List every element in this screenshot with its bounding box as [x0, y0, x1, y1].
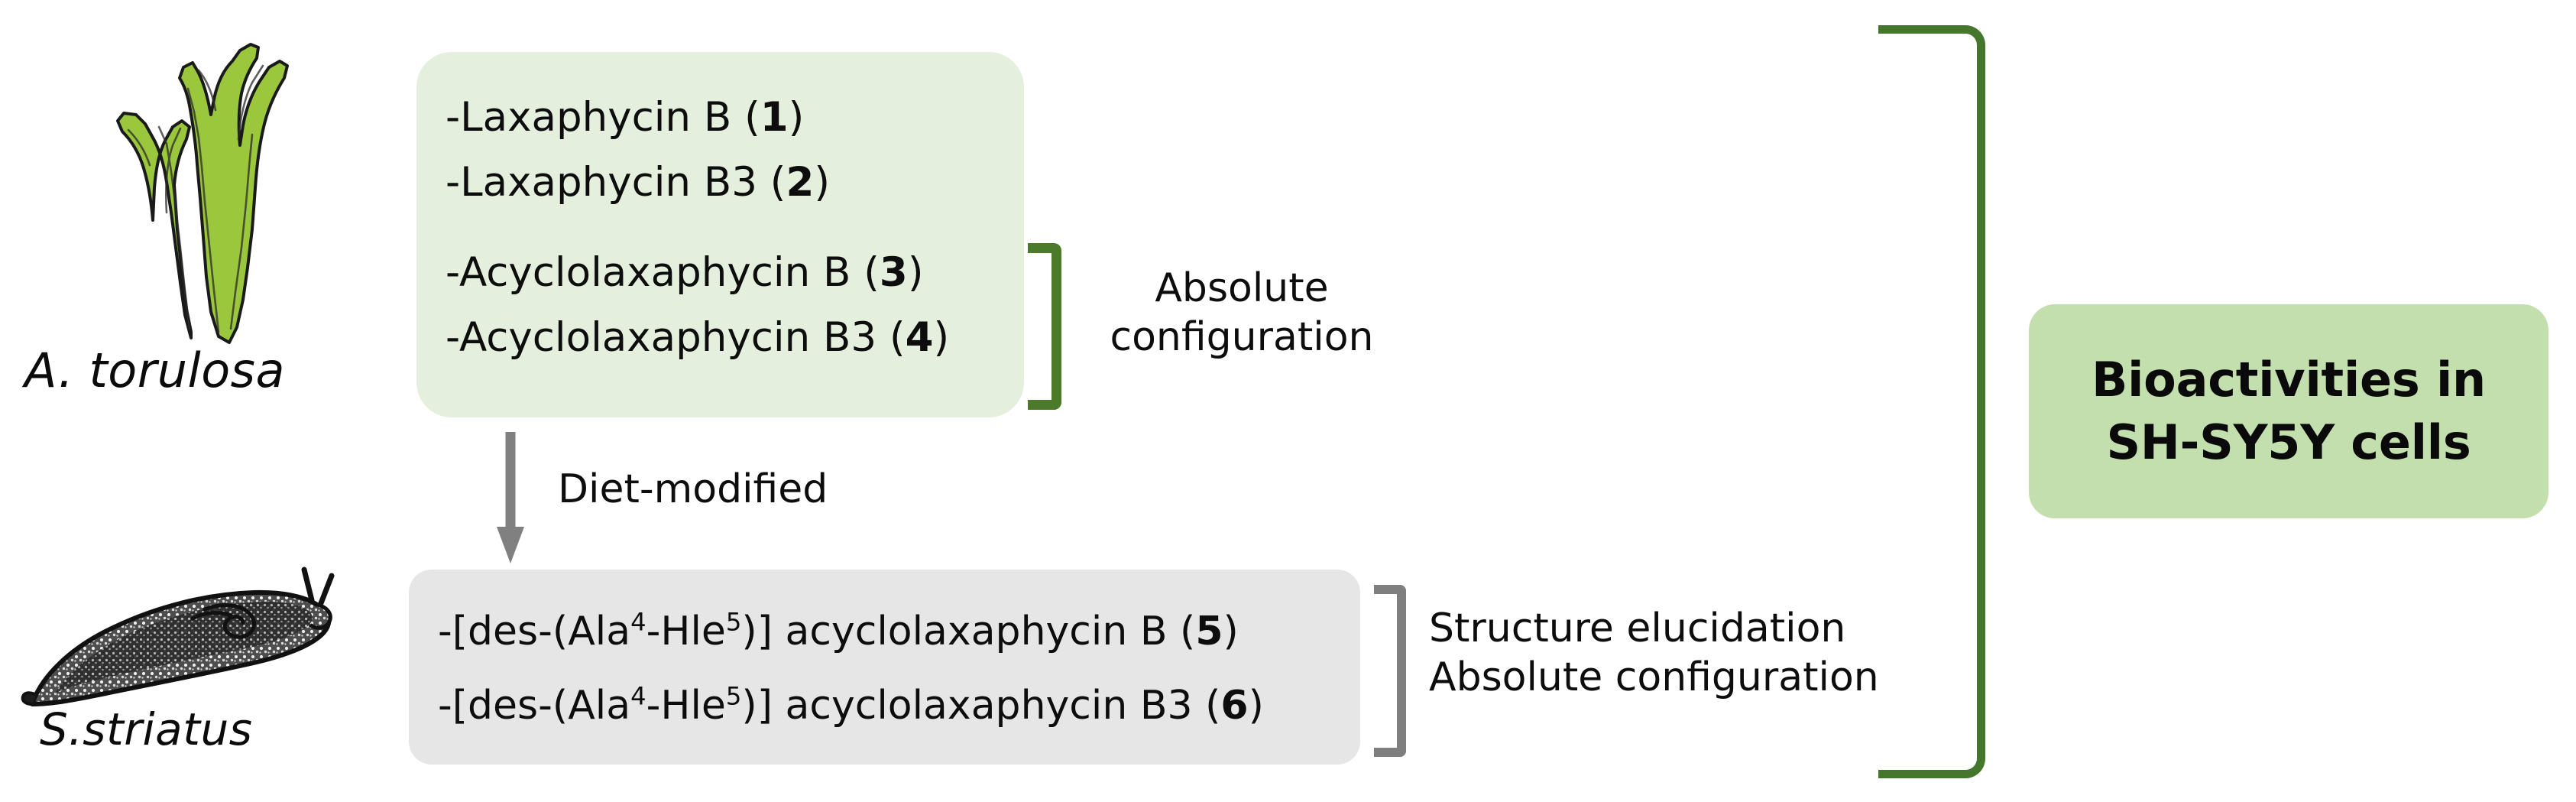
compound-line-acyclolaxaphycin-b: -Acyclolaxaphycin B (3): [446, 252, 924, 293]
compound-name: -Acyclolaxaphycin B3 (: [446, 314, 906, 361]
compound-line-acyclolaxaphycin-b3: -Acyclolaxaphycin B3 (4): [446, 317, 949, 358]
compound-number: 1: [760, 94, 789, 141]
compound-line-des-acyclolaxaphycin-b: -[des-(Ala4-Hle5)] acyclolaxaphycin B (5…: [438, 609, 1239, 654]
bioactivity-line-1: Bioactivities in: [2092, 352, 2486, 408]
residue-superscript-ala: 4: [630, 607, 646, 637]
bioactivity-text: Bioactivities in SH-SY5Y cells: [2092, 349, 2486, 474]
compound-number: 6: [1220, 683, 1249, 729]
residue-superscript-hle: 5: [725, 681, 742, 711]
compound-name: -Laxaphycin B3 (: [446, 159, 786, 206]
algae-illustration: [69, 8, 344, 352]
compound-mid: -Hle: [646, 683, 726, 729]
down-arrow-icon: [495, 432, 526, 566]
sea-slug-illustration: [15, 562, 374, 715]
compound-paren-close: ): [814, 159, 831, 206]
compound-paren-close: ): [1248, 683, 1264, 729]
compound-number: 2: [786, 159, 815, 206]
bioactivity-panel: Bioactivities in SH-SY5Y cells: [2029, 304, 2548, 518]
compound-paren-close: ): [1223, 609, 1239, 654]
compound-paren-close: ): [933, 314, 950, 361]
compound-mid: -Hle: [646, 609, 726, 654]
slug-compound-panel: [409, 570, 1360, 765]
compound-line-laxaphycin-b: -Laxaphycin B (1): [446, 97, 804, 138]
compound-name: -Acyclolaxaphycin B (: [446, 249, 880, 296]
large-green-square-bracket: [1878, 25, 1985, 778]
residue-superscript-hle: 5: [725, 607, 742, 637]
bioactivity-line-2: SH-SY5Y cells: [2106, 414, 2471, 470]
compound-line-laxaphycin-b3: -Laxaphycin B3 (2): [446, 162, 830, 203]
annotation-line-2: Absolute configuration: [1429, 654, 1879, 701]
annotation-line-1: Structure elucidation: [1429, 606, 1846, 651]
structure-elucidation-annotation: Structure elucidation Absolute configura…: [1429, 604, 1879, 703]
compound-tail: )] acyclolaxaphycin B (: [741, 609, 1196, 654]
compound-tail: )] acyclolaxaphycin B3 (: [741, 683, 1221, 729]
gray-square-bracket: [1374, 585, 1406, 757]
slug-species-label: S.striatus: [40, 703, 253, 755]
compound-lead: -[des-(Ala: [438, 609, 631, 654]
algae-compound-panel: [416, 52, 1024, 417]
diet-modified-label: Diet-modified: [558, 466, 828, 512]
compound-paren-close: ): [788, 94, 805, 141]
green-square-bracket: [1028, 243, 1061, 410]
algae-species-label: A. torulosa: [24, 343, 285, 398]
compound-number: 5: [1195, 609, 1223, 654]
compound-paren-close: ): [907, 249, 924, 296]
compound-number: 3: [879, 249, 908, 296]
annotation-line-2: configuration: [1110, 314, 1374, 361]
compound-lead: -[des-(Ala: [438, 683, 631, 729]
annotation-line-1: Absolute: [1155, 265, 1329, 311]
compound-line-des-acyclolaxaphycin-b3: -[des-(Ala4-Hle5)] acyclolaxaphycin B3 (…: [438, 683, 1264, 729]
absolute-configuration-annotation: Absolute configuration: [1093, 264, 1391, 362]
compound-number: 4: [905, 314, 934, 361]
compound-name: -Laxaphycin B (: [446, 94, 760, 141]
residue-superscript-ala: 4: [630, 681, 646, 711]
